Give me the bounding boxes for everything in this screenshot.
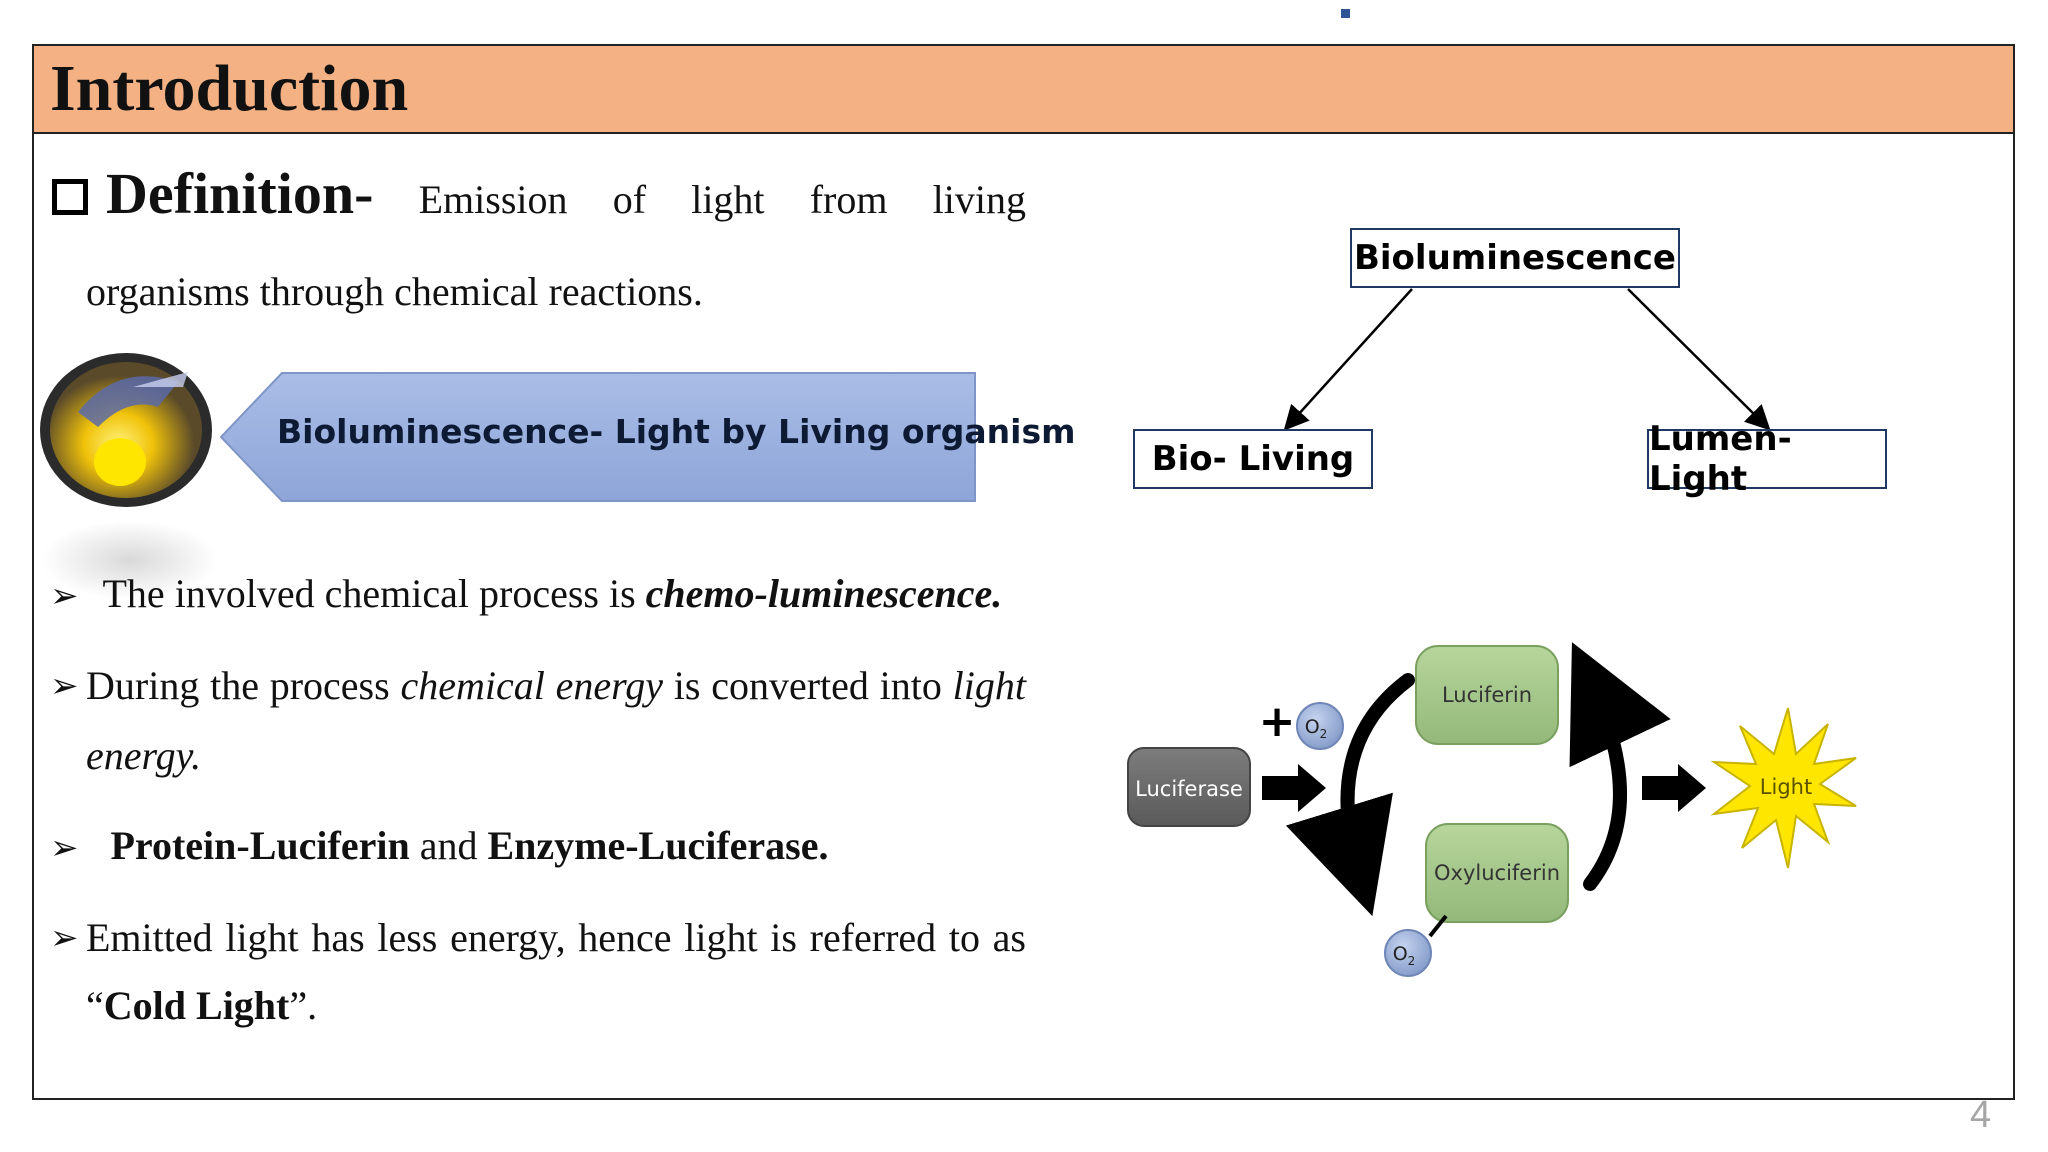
arrowhead-bullet-icon: ➢ [50,918,79,958]
arrowhead-bullet-icon: ➢ [50,828,79,868]
oxyluciferin-node [1425,823,1569,923]
cold-light-label: Cold Light [103,983,290,1028]
reaction-diagram: Luciferase + O2 Luciferin Oxyluciferin O… [1127,642,1857,977]
light-label: Light [1760,775,1812,799]
bullet-2-emphasis-a: chemical energy [400,663,663,708]
arrowhead-bullet-icon: ➢ [50,666,79,706]
oxygen-out-sub: 2 [1408,954,1416,968]
firefly-photo [38,352,218,512]
cycle-left-arrow [1285,673,1415,917]
bullet-1: ➢ The involved chemical process is chemo… [50,570,1002,620]
oxygen-out-icon [1384,929,1432,977]
tree-right-node: Lumen-Light [1647,419,1887,499]
arrowhead-bullet-icon: ➢ [50,576,79,616]
bullet-2: ➢ During the process chemical energy is … [50,662,1026,710]
banner-label: Bioluminescence- Light by Living organis… [277,412,1076,451]
luciferin-label: Luciferin [1442,683,1532,707]
bullet-2-text-a: During the process [86,663,401,708]
bullet-4: ➢ Emitted light has less energy, hence l… [50,914,1026,962]
slide-marker [1341,9,1350,18]
output-arrow [1642,764,1706,812]
oxygen-in-label: O [1305,716,1320,738]
definition-text-1: Emission of light from living [418,177,1026,222]
definition-line-1: Definition- Emission of light from livin… [52,165,1026,232]
light-starburst-icon [1710,707,1857,869]
bullet-2-text-b: is converted into [662,663,953,708]
plus-sign: + [1259,696,1296,747]
oxygen-in-sub: 2 [1320,727,1328,741]
svg-text:O2: O2 [1393,943,1416,968]
definition-block: Definition- Emission of light from livin… [52,165,1026,232]
quote-close: ”. [289,983,318,1028]
oxygen-out-label: O [1393,943,1408,965]
tree-left-node: Bio- Living [1133,429,1373,489]
definition-text-2: organisms through chemical reactions. [86,269,703,314]
bullet-4-line-2: “Cold Light”. [86,982,317,1030]
cycle-right-arrow [1569,642,1671,891]
photo-shadow [40,520,220,600]
luciferase-node [1127,747,1251,827]
tree-root-node: Bioluminescence [1350,228,1680,288]
luciferin-node [1415,645,1559,745]
input-arrow [1262,764,1326,812]
oxygen-in-icon [1296,702,1344,750]
bullet-3-and: and [409,823,488,868]
page-number: 4 [1970,1094,1992,1136]
title-bar [32,44,2015,134]
slide-title: Introduction [50,52,409,125]
oxyluciferin-label: Oxyluciferin [1434,861,1560,885]
bullet-3: ➢ Protein-Luciferin and Enzyme-Luciferas… [50,822,828,872]
bullet-2-line-2: energy. [86,733,202,778]
banner-arrow-shape [220,372,976,502]
quote-open: “ [86,983,104,1028]
bullet-2-emphasis-b: light [952,663,1026,708]
tree-connectors [1283,288,1771,431]
bullet-1-text: The involved chemical process is [102,571,646,616]
checkbox-icon [52,179,88,215]
definition-heading: Definition- [106,161,374,226]
bullet-3-protein: Protein-Luciferin [110,823,410,868]
bullet-4-text: Emitted light has less energy, hence lig… [86,915,1026,960]
bullet-1-emphasis: chemo-luminescence. [645,571,1003,616]
luciferase-label: Luciferase [1135,777,1243,801]
svg-text:O2: O2 [1305,716,1328,741]
bullet-3-enzyme: Enzyme-Luciferase. [487,823,829,868]
